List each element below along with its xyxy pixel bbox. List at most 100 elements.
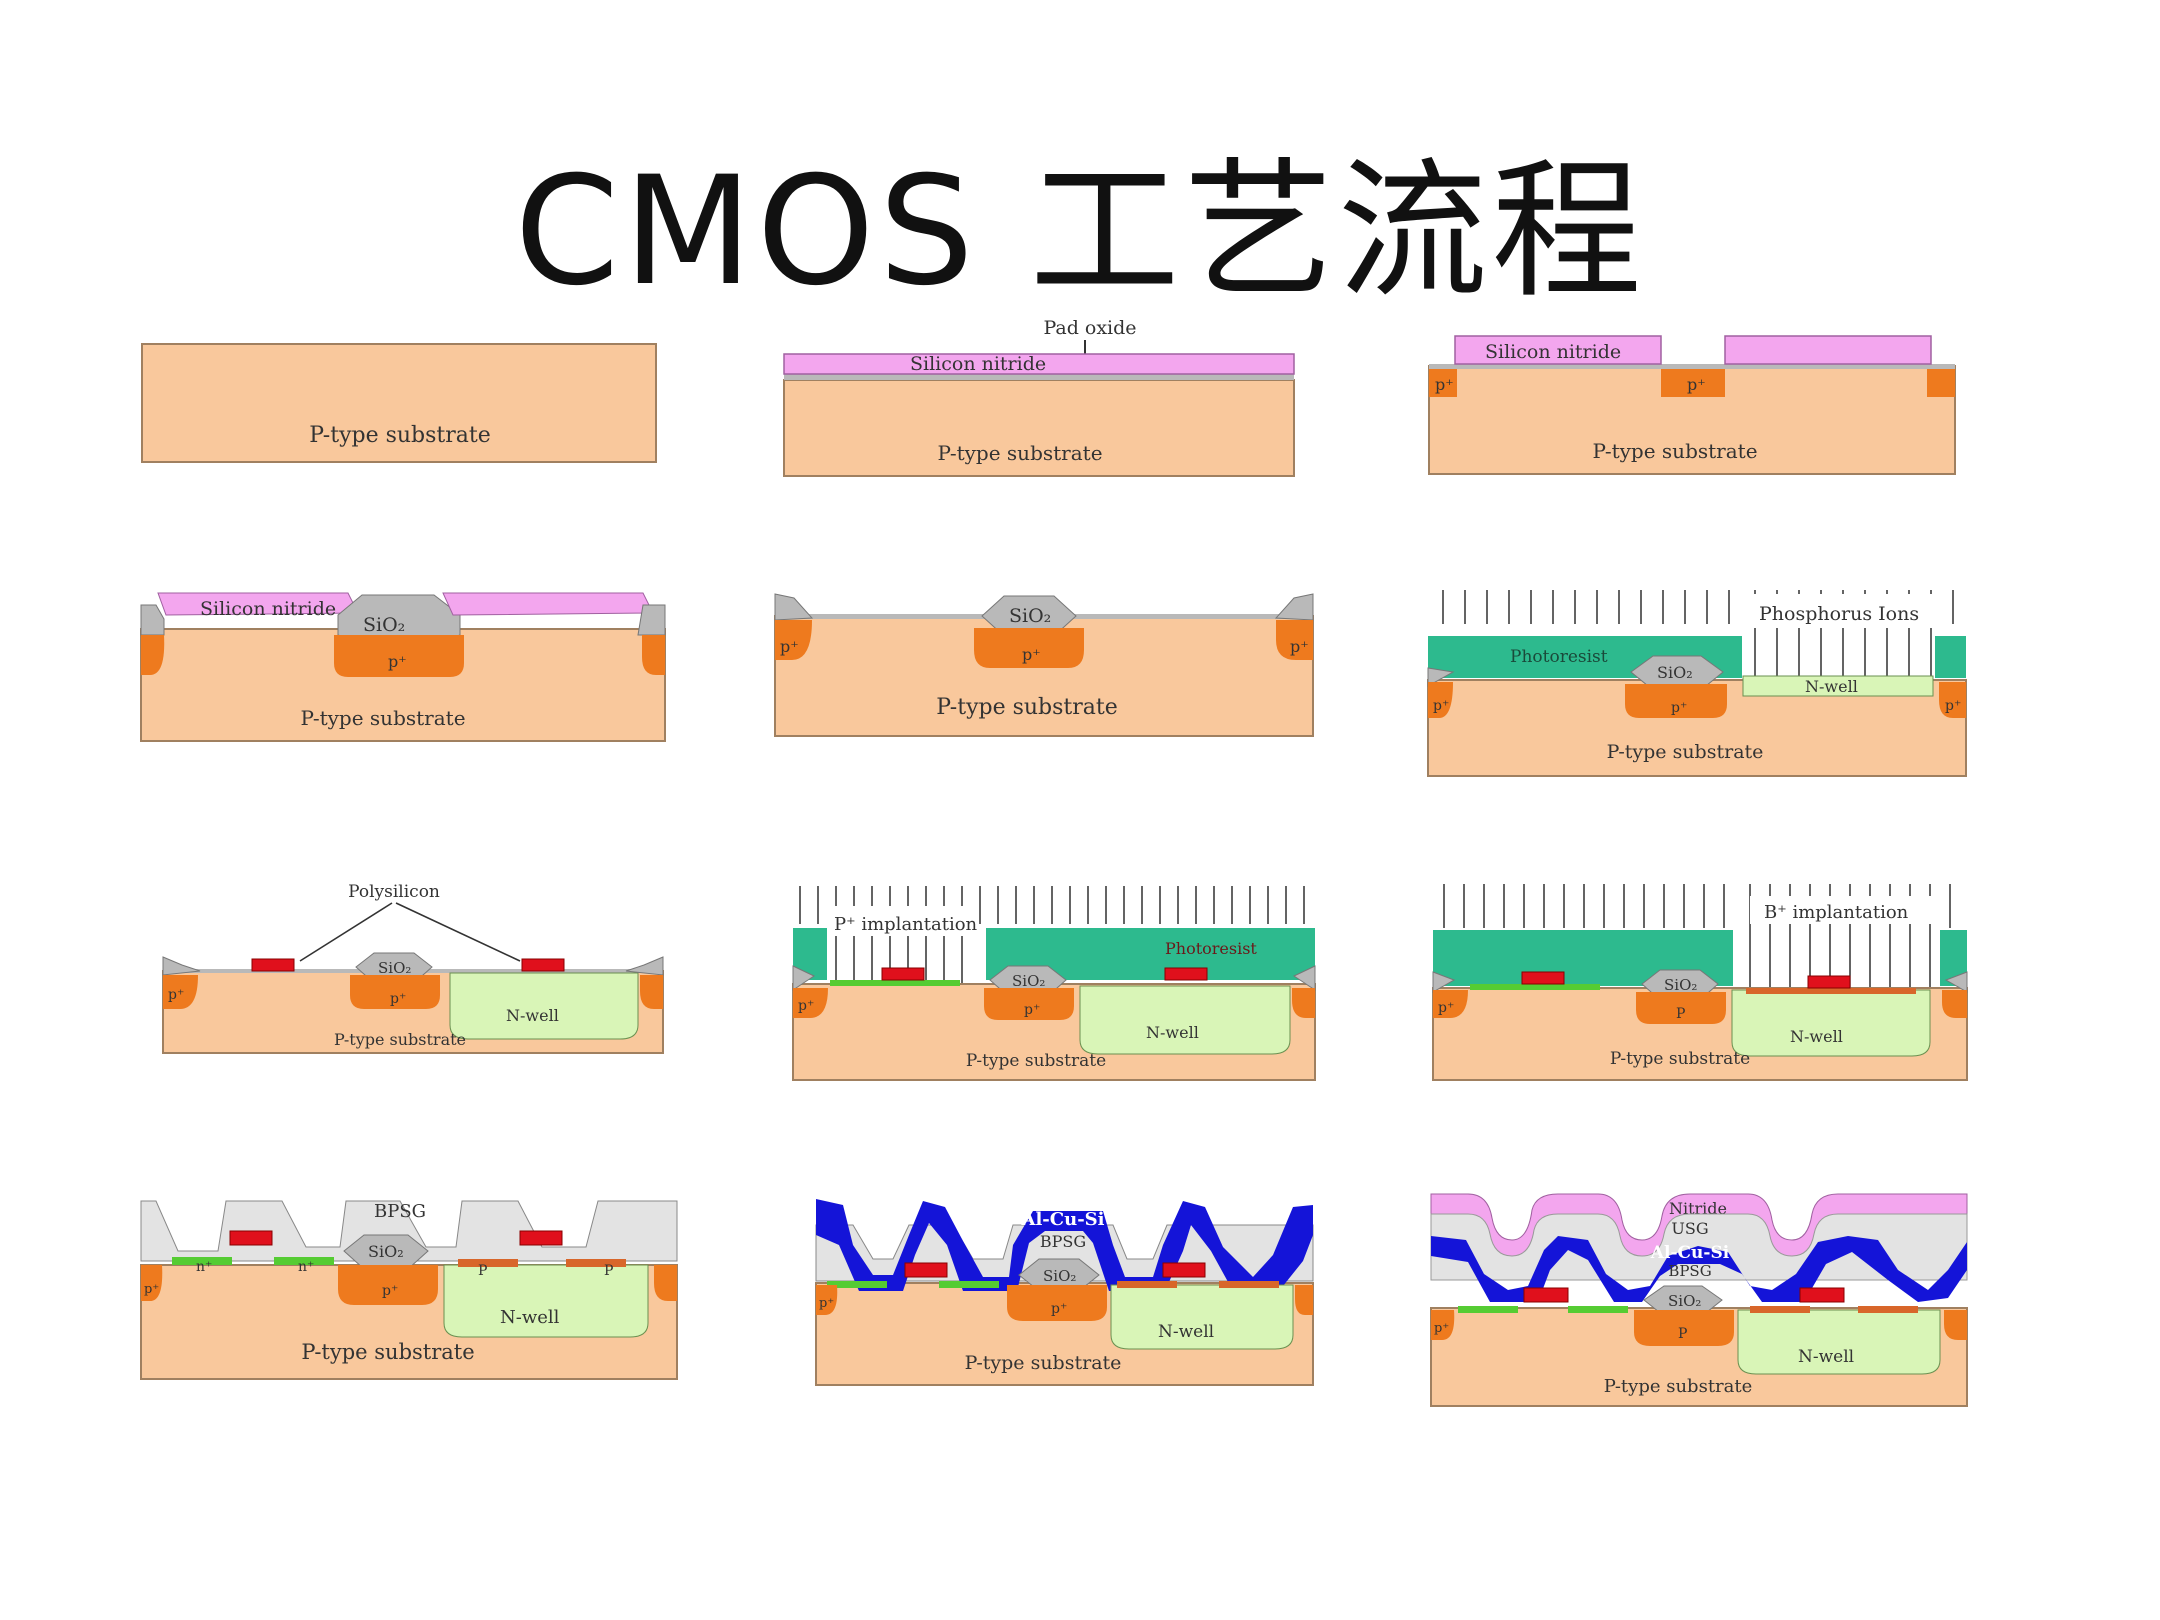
nitride-label: Silicon nitride	[910, 353, 1046, 375]
bpsg-label: BPSG	[1040, 1232, 1086, 1251]
metal-layer	[1431, 1236, 1967, 1302]
substrate-label: P-type substrate	[965, 1352, 1122, 1374]
substrate-label: P-type substrate	[936, 695, 1118, 720]
svg-text:p⁺: p⁺	[819, 1296, 834, 1311]
p-plus-left	[1428, 682, 1453, 718]
oxide-left	[140, 604, 165, 636]
p-plus-right	[1944, 1310, 1967, 1340]
poly-gate-left	[904, 1262, 948, 1278]
psd-left	[830, 980, 960, 986]
svg-text:p⁺: p⁺	[388, 652, 407, 671]
step-10-bpsg-contacts: BPSG SiO₂ n⁺ n⁺ p⁺ N-well P P p⁺ P-type …	[140, 1200, 678, 1380]
nplus-left	[1470, 984, 1600, 990]
p-plus-left	[816, 1285, 838, 1315]
svg-text:p⁺: p⁺	[144, 1282, 159, 1297]
svg-text:p⁺: p⁺	[382, 1283, 398, 1299]
svg-text:p⁺: p⁺	[1434, 1321, 1449, 1336]
svg-text:p⁺: p⁺	[1435, 375, 1454, 394]
step-5-strip-nitride: p⁺ SiO₂ p⁺ p⁺ P-type substrate	[774, 593, 1314, 737]
metal-label: Al-Cu-Si	[1650, 1243, 1730, 1263]
substrate-label: P-type substrate	[301, 1340, 474, 1364]
n-well	[1110, 1284, 1294, 1350]
oxide-right	[1274, 593, 1314, 621]
substrate	[783, 379, 1295, 477]
svg-text:N-well: N-well	[1790, 1027, 1843, 1046]
p-plus-right	[1276, 620, 1313, 660]
n-well	[1742, 675, 1934, 697]
p-plus-right	[1942, 990, 1967, 1018]
svg-text:P: P	[1676, 1006, 1685, 1022]
pad-oxide-label: Pad oxide	[1043, 317, 1136, 339]
psd-right-b	[1858, 1306, 1918, 1313]
oxide-left	[792, 965, 816, 991]
svg-text:P: P	[1678, 1326, 1687, 1342]
svg-text:p⁺: p⁺	[168, 987, 184, 1003]
poly-gate-right	[1807, 975, 1851, 989]
svg-text:p⁺: p⁺	[780, 637, 799, 656]
nitride-label: Silicon nitride	[200, 598, 336, 620]
oxide-right	[637, 604, 666, 636]
p-plus-mid	[1661, 369, 1725, 397]
polysilicon-label: Polysilicon	[348, 882, 440, 902]
p-plus-left	[163, 975, 198, 1009]
pad-oxide	[784, 374, 1294, 380]
substrate-label: P-type substrate	[300, 706, 465, 730]
p-plus-mid	[984, 988, 1074, 1020]
photoresist-right	[1935, 636, 1966, 678]
phosphorus-label: Phosphorus Ions	[1759, 603, 1919, 625]
substrate-label: P-type substrate	[966, 1051, 1106, 1071]
svg-text:p⁺: p⁺	[1051, 1301, 1067, 1317]
oxide-left	[1427, 667, 1455, 687]
p-plus-left	[1429, 369, 1457, 397]
svg-text:N-well: N-well	[500, 1307, 560, 1328]
nplus-left	[827, 1281, 887, 1288]
step-3-nitride-pattern: Silicon nitride p⁺ p⁺ P-type substrate	[1428, 335, 1956, 475]
poly-gate-right	[519, 1230, 563, 1246]
poly-gate-left	[1521, 971, 1565, 985]
slide-title: CMOS 工艺流程	[514, 145, 1646, 319]
photoresist-label: Photoresist	[1510, 647, 1608, 667]
svg-text:p⁺: p⁺	[1022, 645, 1041, 664]
substrate-label: P-type substrate	[937, 441, 1102, 465]
nitride-left	[1454, 335, 1662, 365]
step-2-nitride-deposit: Pad oxide Silicon nitride P-type substra…	[783, 317, 1295, 477]
p-plus-left	[1433, 990, 1468, 1018]
svg-text:p⁺: p⁺	[1687, 375, 1706, 394]
nitride-cap-label: Nitride	[1669, 1199, 1727, 1218]
p-plus-left	[793, 988, 828, 1018]
svg-text:SiO₂: SiO₂	[1664, 976, 1697, 994]
p-plus-left	[1431, 1310, 1455, 1340]
substrate-label: P-type substrate	[1607, 741, 1764, 763]
svg-text:p⁺: p⁺	[390, 991, 406, 1007]
photoresist-label: Photoresist	[1165, 939, 1257, 958]
psd-right-b	[1219, 1281, 1279, 1288]
svg-text:p⁺: p⁺	[1438, 1000, 1454, 1016]
n-well	[1079, 985, 1291, 1055]
p-plus-right	[1295, 1285, 1313, 1315]
p-plus-right	[1927, 369, 1955, 397]
p-plus-right	[1292, 988, 1315, 1018]
n-well	[443, 1264, 649, 1338]
nitride-layer	[783, 353, 1295, 375]
svg-text:SiO₂: SiO₂	[378, 959, 411, 977]
svg-text:SiO₂: SiO₂	[363, 614, 405, 636]
psd-right-a	[458, 1259, 518, 1267]
oxide-left	[162, 956, 201, 976]
p-plus-mid	[1636, 992, 1726, 1024]
svg-text:SiO₂: SiO₂	[1043, 1267, 1076, 1285]
substrate-label: P-type substrate	[1610, 1049, 1750, 1069]
metal-layer	[816, 1199, 1313, 1291]
p-plus-left	[141, 1265, 163, 1301]
svg-text:N-well: N-well	[1798, 1347, 1854, 1367]
svg-text:p⁺: p⁺	[1671, 700, 1687, 716]
bpsg-layer	[140, 1200, 678, 1262]
nplus-left	[172, 1257, 232, 1265]
step-9-b-plus-implant: B⁺ implantation SiO₂ P N-well p⁺ P-type …	[1432, 884, 1968, 1081]
poly-gate-right	[1162, 1262, 1206, 1278]
p-plus-mid	[974, 628, 1084, 668]
metal-label: Al-Cu-Si	[1021, 1209, 1105, 1230]
svg-text:N-well: N-well	[1158, 1322, 1214, 1342]
oxide-left	[774, 593, 814, 621]
oxide-left	[1432, 971, 1456, 993]
p-plus-mid	[334, 635, 464, 677]
